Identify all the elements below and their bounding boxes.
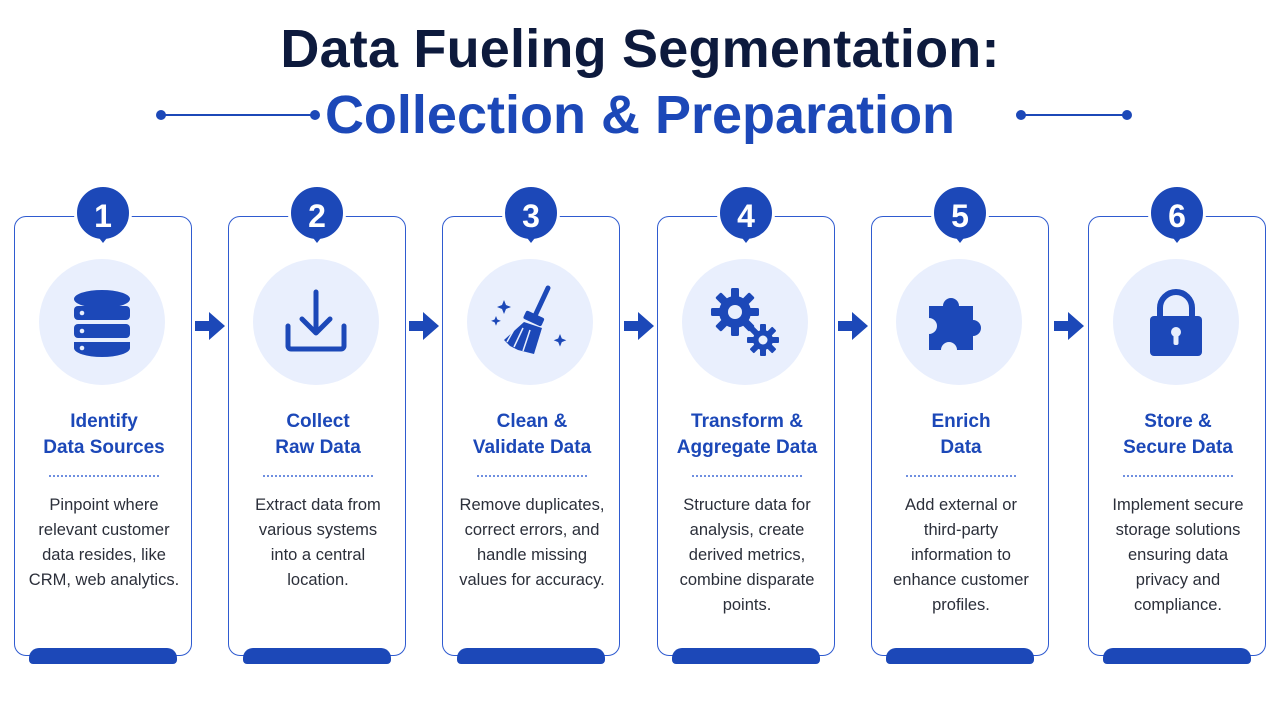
step-divider-3: [477, 475, 587, 477]
step-card-1: Identify Data Sources Pinpoint where rel…: [14, 216, 192, 656]
step-description-2: Extract data from various systems into a…: [255, 496, 381, 589]
step-icon-circle-6: [1113, 259, 1239, 385]
page-title: Data Fueling Segmentation:: [280, 19, 1000, 79]
step-title-5: Enrich Data: [931, 411, 991, 458]
step-icon-circle-3: [467, 259, 593, 385]
download-icon: [285, 289, 347, 352]
title-decoration-line-left: [160, 114, 316, 116]
step-divider-6: [1123, 475, 1233, 477]
step-icon-circle-5: [896, 259, 1022, 385]
title-decoration-line-right: [1022, 114, 1126, 116]
step-divider-2: [263, 475, 373, 477]
step-badge-pointer-2: [310, 234, 324, 243]
step-bottom-bar-3: [457, 648, 605, 664]
step-badge-pointer-3: [524, 234, 538, 243]
step-bottom-bar-6: [1103, 648, 1251, 664]
step-bottom-bar-5: [886, 648, 1034, 664]
step-bottom-bar-2: [243, 648, 391, 664]
step-title-4: Transform & Aggregate Data: [676, 411, 818, 458]
title-decoration-dot-right-inner: [1016, 110, 1026, 120]
puzzle-piece-icon: [929, 298, 981, 350]
step-card-5: Enrich Data Add external or third-party …: [871, 216, 1049, 656]
step-number-badge-3: 3: [502, 184, 560, 242]
step-description-4: Structure data for analysis, create deri…: [679, 496, 815, 614]
step-title-3: Clean & Validate Data: [472, 411, 592, 458]
arrow-right-icon: [624, 312, 654, 340]
step-badge-pointer-1: [96, 234, 110, 243]
step-card-2: Collect Raw Data Extract data from vario…: [228, 216, 406, 656]
step-icon-circle-4: [682, 259, 808, 385]
title-decoration-dot-right: [1122, 110, 1132, 120]
arrow-right-icon: [838, 312, 868, 340]
step-title-6: Store & Secure Data: [1123, 411, 1233, 458]
step-number-badge-1: 1: [74, 184, 132, 242]
page-subtitle: Collection & Preparation: [324, 85, 956, 145]
broom-sparkle-icon: [491, 285, 567, 354]
step-badge-pointer-5: [953, 234, 967, 243]
step-number-badge-2: 2: [288, 184, 346, 242]
step-description-6: Implement secure storage solutions ensur…: [1112, 496, 1244, 614]
step-icon-circle-2: [253, 259, 379, 385]
step-divider-4: [692, 475, 802, 477]
database-icon: [74, 290, 130, 357]
step-description-1: Pinpoint where relevant customer data re…: [28, 496, 180, 589]
step-divider-1: [49, 475, 159, 477]
arrow-right-icon: [195, 312, 225, 340]
step-divider-5: [906, 475, 1016, 477]
padlock-icon: [1150, 289, 1202, 356]
gears-icon: [711, 288, 779, 356]
step-title-2: Collect Raw Data: [275, 411, 361, 458]
title-decoration-dot-left-inner: [310, 110, 320, 120]
step-description-5: Add external or third-party information …: [893, 496, 1029, 614]
step-card-6: Store & Secure Data Implement secure sto…: [1088, 216, 1266, 656]
arrow-right-icon: [1054, 312, 1084, 340]
step-icon-circle-1: [39, 259, 165, 385]
step-title-1: Identify Data Sources: [43, 411, 165, 458]
step-card-4: Transform & Aggregate Data Structure dat…: [657, 216, 835, 656]
arrow-right-icon: [409, 312, 439, 340]
step-badge-pointer-6: [1170, 234, 1184, 243]
step-description-3: Remove duplicates, correct errors, and h…: [459, 496, 605, 589]
step-card-3: Clean & Validate Data Remove duplicates,…: [442, 216, 620, 656]
step-bottom-bar-1: [29, 648, 177, 664]
step-bottom-bar-4: [672, 648, 820, 664]
step-badge-pointer-4: [739, 234, 753, 243]
